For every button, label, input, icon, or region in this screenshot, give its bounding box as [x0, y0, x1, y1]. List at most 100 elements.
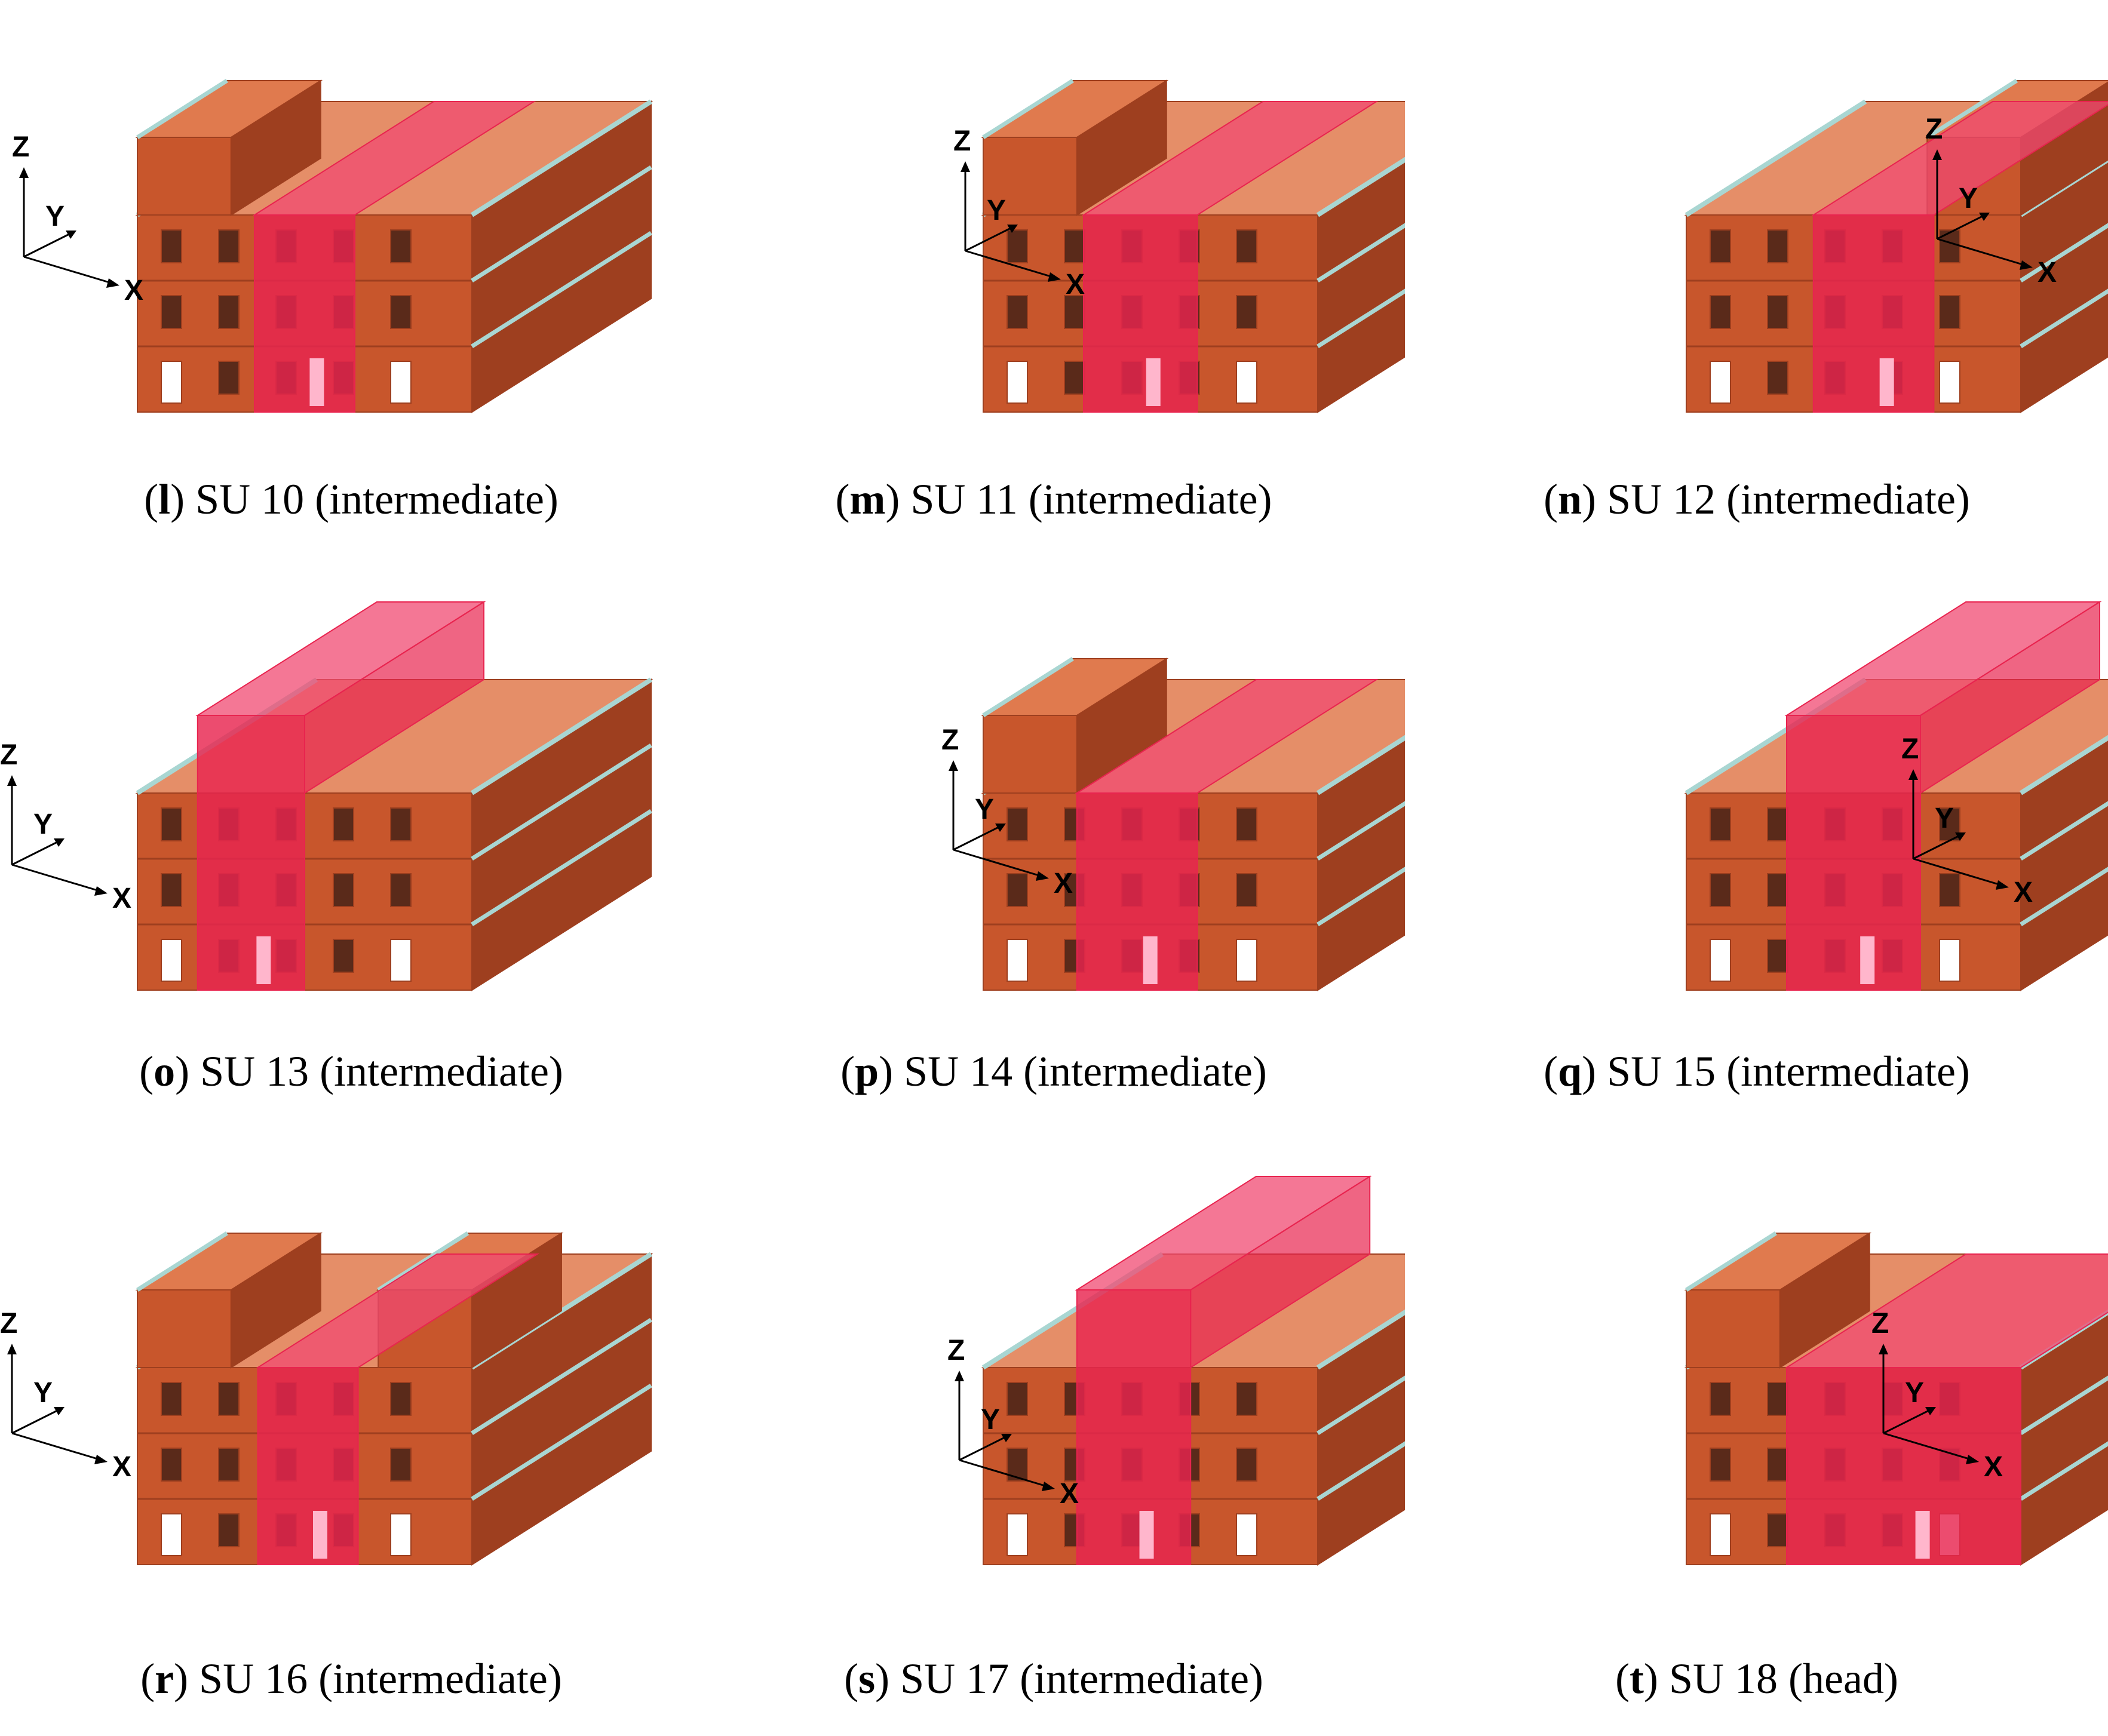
window — [1710, 229, 1731, 263]
window — [1767, 229, 1788, 263]
highlighted-structural-unit — [1081, 101, 1379, 413]
window — [161, 873, 182, 907]
structural-unit-model: Z Y X — [947, 1175, 1405, 1566]
building-model — [981, 79, 1405, 413]
y-axis-label: Y — [33, 1377, 53, 1409]
y-arrow-icon — [1925, 1407, 1936, 1415]
panel-letter: q — [1558, 1047, 1582, 1095]
y-arrow-icon — [54, 838, 65, 847]
highlight-door-opening — [1143, 936, 1158, 984]
highlight-door-opening — [1879, 358, 1894, 406]
window — [390, 229, 412, 263]
structural-unit-model: ZYX — [941, 657, 1405, 991]
window — [1767, 1513, 1788, 1547]
panel-caption: (p) SU 14 (intermediate) — [702, 1050, 1405, 1093]
door-opening — [1007, 1513, 1028, 1556]
caption-paren-open: ( — [844, 1655, 859, 1703]
x-axis-label: X — [112, 883, 131, 914]
structural-unit-model: ZYX — [0, 1231, 653, 1566]
structural-unit-model: ZYX — [953, 79, 1405, 413]
door-opening — [161, 939, 182, 982]
y-axis-label: Y — [981, 1404, 1000, 1436]
y-axis-line — [1937, 214, 1986, 240]
highlighted-structural-unit — [252, 101, 536, 413]
left-tower-parapet — [982, 79, 1074, 139]
window — [218, 295, 240, 329]
highlight-front-face — [197, 715, 305, 991]
x-arrow-icon — [1996, 880, 2009, 890]
z-axis-label: Z — [1901, 733, 1919, 765]
caption-paren-open: ( — [144, 475, 159, 523]
window — [333, 807, 354, 841]
highlighted-structural-unit — [1784, 1253, 2108, 1565]
highlight-front-face — [1812, 214, 1935, 413]
z-axis-label: Z — [1871, 1308, 1889, 1339]
window — [218, 229, 240, 263]
caption-paren-open: ( — [139, 1047, 154, 1095]
left-tower-front — [137, 137, 232, 216]
highlight-front-face — [254, 214, 355, 413]
highlight-door-opening — [1915, 1511, 1930, 1559]
window — [1064, 361, 1085, 395]
x-axis-label: X — [1060, 1478, 1079, 1510]
window — [161, 295, 182, 329]
window — [333, 873, 354, 907]
y-axis-line — [1913, 834, 1962, 860]
y-axis-label: Y — [33, 809, 53, 840]
highlight-front-face — [1083, 214, 1198, 413]
caption-text: SU 12 (intermediate) — [1607, 475, 1970, 523]
floor-parapet-line — [1317, 801, 1405, 861]
y-axis-label: Y — [45, 201, 65, 232]
window — [1064, 295, 1085, 329]
z-arrow-icon — [19, 167, 29, 178]
caption-paren-close: ) — [1582, 1047, 1607, 1095]
door-opening — [390, 939, 412, 982]
y-axis-label: Y — [1935, 803, 1954, 834]
z-axis-label: Z — [947, 1335, 965, 1366]
window — [1007, 229, 1028, 263]
highlighted-structural-unit — [256, 1253, 540, 1565]
y-arrow-icon — [66, 231, 76, 239]
y-arrow-icon — [995, 824, 1006, 832]
axis-triad: ZYX — [1871, 1308, 2003, 1483]
highlight-side-face — [1920, 601, 2100, 794]
panel-caption: (r) SU 16 (intermediate) — [0, 1657, 702, 1700]
window — [1007, 873, 1028, 907]
window — [218, 1513, 240, 1547]
axis-triad: ZYX — [0, 739, 131, 914]
highlight-door-opening — [309, 358, 324, 406]
window — [1710, 1448, 1731, 1482]
x-axis-line — [1913, 858, 2003, 887]
highlight-door-opening — [1146, 358, 1161, 406]
window — [1939, 873, 1960, 907]
highlight-front-face — [1076, 1289, 1192, 1565]
door-opening — [1007, 361, 1028, 404]
left-tower-parapet — [136, 1231, 228, 1292]
axis-triad: ZYX — [1901, 733, 2033, 908]
panel-letter: l — [158, 475, 171, 523]
z-axis-label: Z — [953, 125, 971, 157]
structural-unit-model: ZYX — [12, 79, 653, 413]
y-axis-line — [965, 226, 1014, 252]
caption-paren-close: ) — [174, 1655, 200, 1703]
floor-parapet-line — [1317, 1441, 1405, 1501]
window — [1064, 229, 1085, 263]
floor-parapet-line — [471, 231, 652, 348]
window — [1710, 873, 1731, 907]
panel-caption: (o) SU 13 (intermediate) — [0, 1050, 702, 1093]
z-axis-label: Z — [12, 131, 29, 163]
highlight-side-face — [1190, 1175, 1371, 1369]
roof-parapet-line — [2019, 735, 2108, 795]
window — [1767, 873, 1788, 907]
window — [390, 1382, 412, 1416]
floor-parapet-line — [471, 165, 652, 282]
y-axis-line — [23, 232, 72, 258]
floor-parapet-line — [2020, 1375, 2108, 1435]
floor-parapet-line — [471, 1384, 652, 1501]
building-model — [1684, 601, 2108, 991]
window — [1236, 873, 1257, 907]
y-axis-line — [1883, 1408, 1932, 1434]
roof-parapet-line — [470, 99, 653, 217]
window — [161, 807, 182, 841]
panel-caption: (n) SU 12 (intermediate) — [1406, 478, 2108, 521]
